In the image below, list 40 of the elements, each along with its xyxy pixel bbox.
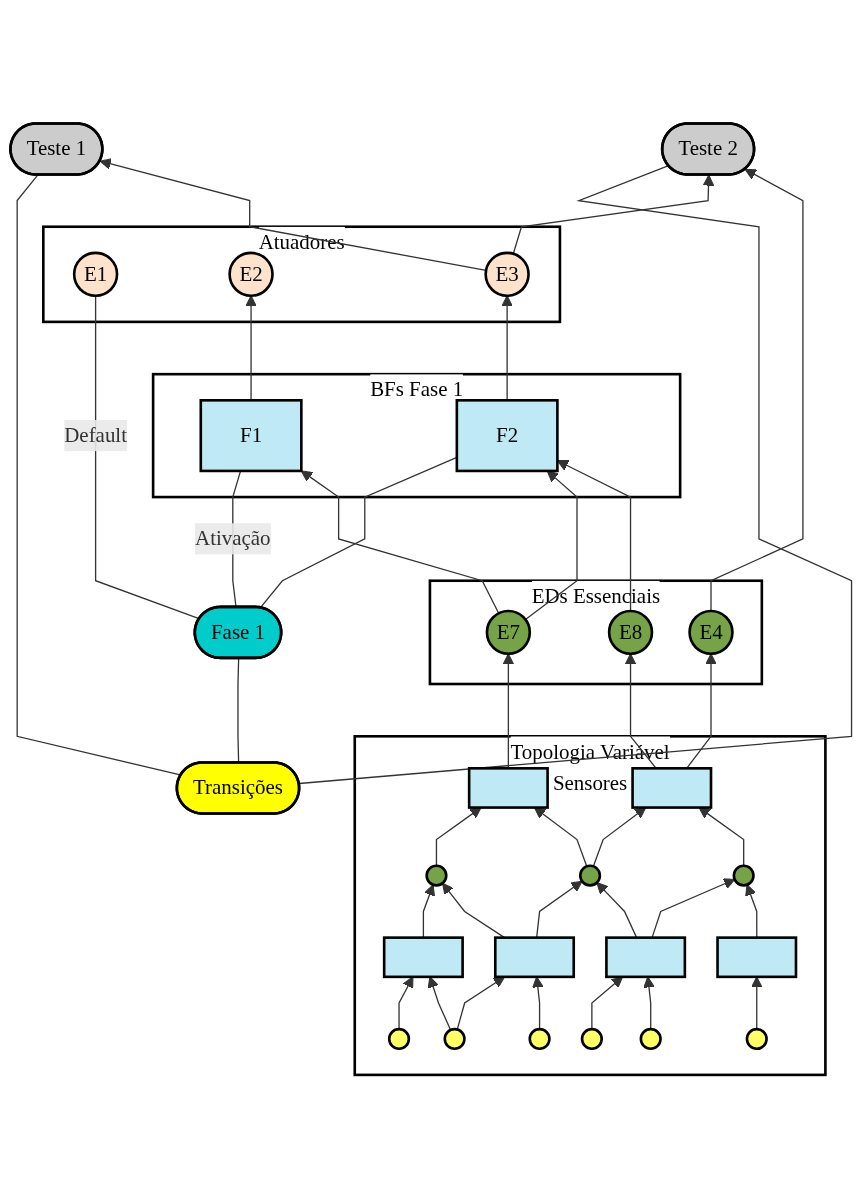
node-circle: E1 <box>72 251 119 297</box>
node-circle <box>639 1027 662 1050</box>
node-circle: E4 <box>688 609 734 655</box>
arrow <box>643 976 655 1030</box>
arrow <box>99 158 487 271</box>
node-circle <box>387 1027 411 1050</box>
node-box <box>716 936 798 978</box>
node-circle: E3 <box>484 251 530 297</box>
node-circle <box>732 864 755 887</box>
arrow <box>624 653 657 769</box>
node-box <box>467 766 549 809</box>
arrow <box>501 295 513 401</box>
node-circle <box>745 1027 768 1050</box>
node-circle <box>578 864 602 887</box>
arrow <box>456 976 506 1030</box>
node-circle: E2 <box>228 251 274 297</box>
arrow <box>524 470 578 620</box>
edge-label: Ativação <box>195 526 271 550</box>
node-circle <box>580 1027 603 1050</box>
node-box: F2 <box>455 398 559 473</box>
arrow <box>532 976 544 1030</box>
node-box: F1 <box>199 398 303 473</box>
node-circle: E7 <box>485 609 532 655</box>
arrow <box>427 976 452 1031</box>
arrow <box>751 976 763 1030</box>
node-circle <box>528 1027 551 1050</box>
node-box <box>605 936 687 978</box>
arrow <box>398 976 414 1030</box>
edge-label: Default <box>64 423 127 446</box>
node-circle: E8 <box>607 609 654 655</box>
node-box <box>382 936 464 978</box>
connector <box>298 164 853 784</box>
arrow <box>300 470 500 614</box>
arrow <box>686 653 717 769</box>
arrow <box>245 295 257 401</box>
arrow <box>591 976 624 1030</box>
node-circle <box>443 1027 466 1050</box>
node-box <box>494 936 576 978</box>
node-circle <box>425 864 448 887</box>
node-box <box>631 766 713 809</box>
